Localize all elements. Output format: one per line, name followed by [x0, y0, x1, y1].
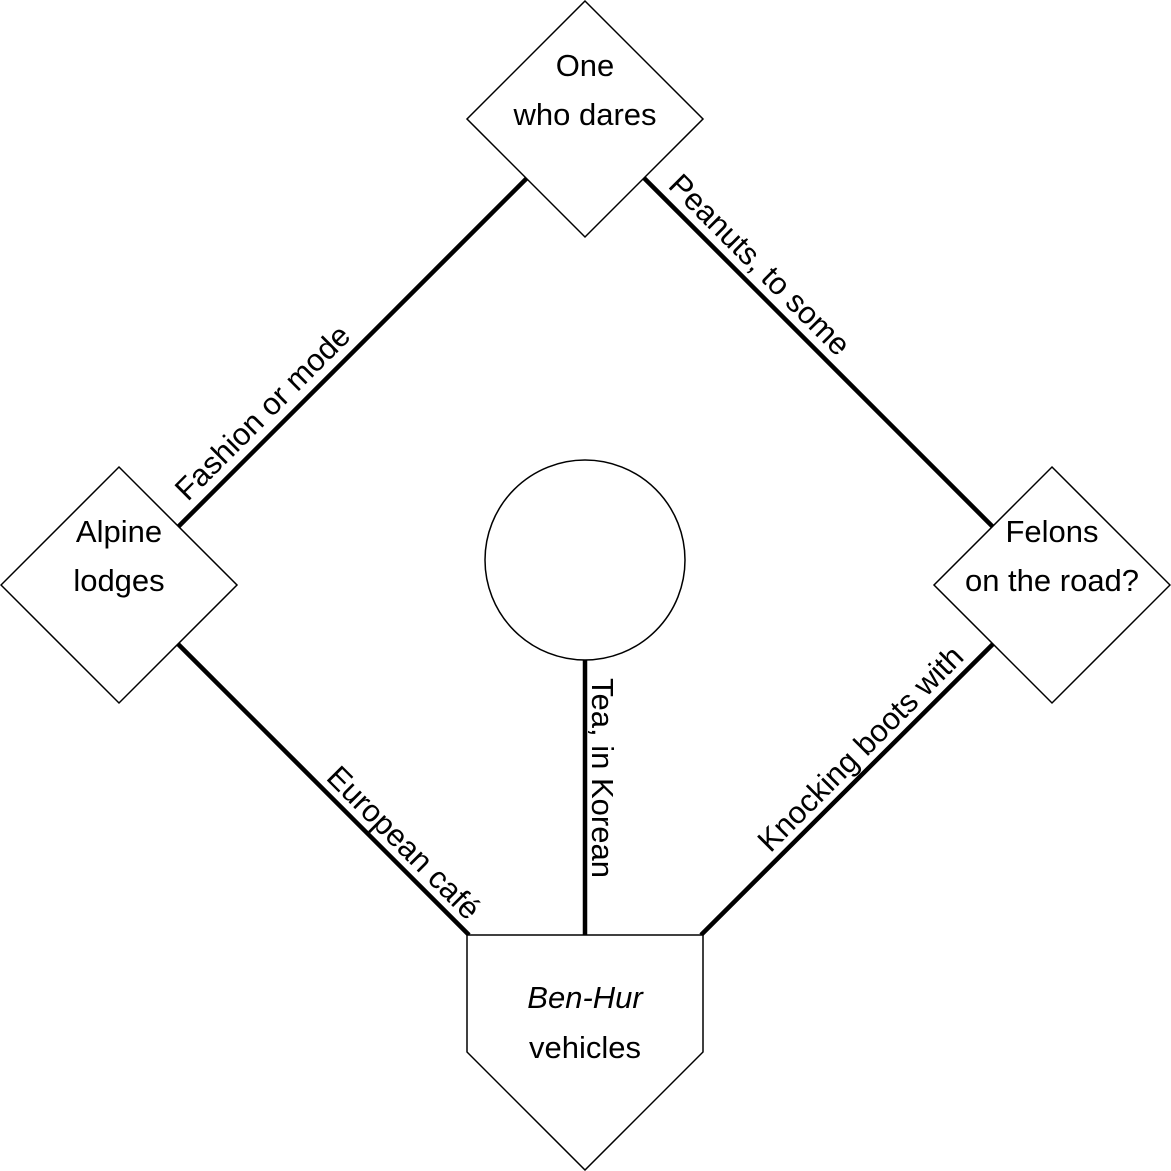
node-home-line1: Ben-Hur	[527, 980, 644, 1015]
node-home-line2: vehicles	[529, 1030, 641, 1065]
edge-left-top	[176, 176, 529, 529]
node-right-line2: on the road?	[965, 563, 1139, 598]
edge-label-top-right: Peanuts, to some	[662, 167, 857, 362]
node-left: Alpine lodges	[0, 465, 239, 705]
edge-label-left-home: European café	[320, 759, 487, 926]
node-center-circle	[484, 459, 686, 661]
edge-label-left-top: Fashion or mode	[168, 318, 357, 507]
edge-right-home	[699, 642, 995, 937]
node-left-line1: Alpine	[76, 514, 162, 549]
edge-left-home	[176, 642, 471, 937]
node-right-line1: Felons	[1005, 514, 1098, 549]
node-left-line2: lodges	[73, 563, 164, 598]
node-top-line2: who dares	[512, 97, 656, 132]
node-top: One who dares	[465, 0, 705, 239]
edge-label-right-home: Knocking boots with	[751, 639, 971, 859]
edge-top-right	[642, 176, 995, 529]
node-home-plate: Ben-Hur vehicles	[466, 934, 704, 1171]
edge-label-center-home: Tea, in Korean	[585, 678, 620, 878]
node-top-line1: One	[556, 48, 615, 83]
node-right: Felons on the road?	[932, 465, 1171, 705]
